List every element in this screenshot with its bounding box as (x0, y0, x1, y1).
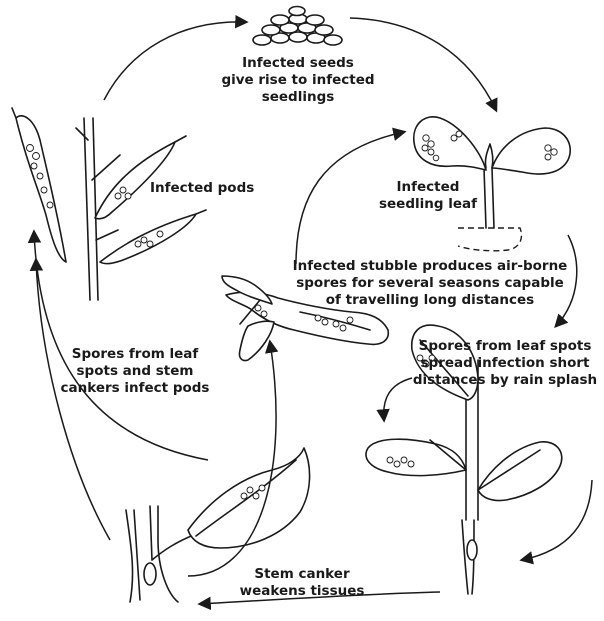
svg-text:Infected stubble produces air-: Infected stubble produces air-borne (293, 258, 568, 274)
svg-text:spots and stem: spots and stem (77, 363, 194, 379)
svg-text:Spores from leaf: Spores from leaf (72, 346, 199, 362)
label-spores-infect-pods: Spores from leaf spots and stem cankers … (61, 346, 210, 396)
svg-text:Infected: Infected (397, 179, 460, 195)
svg-text:Spores from leaf spots: Spores from leaf spots (419, 338, 592, 354)
label-infected-pods: Infected pods (150, 180, 254, 196)
svg-text:of travelling long distances: of travelling long distances (326, 292, 534, 308)
svg-text:distances by rain splash: distances by rain splash (413, 372, 597, 388)
label-infected-stubble: Infected stubble produces air-borne spor… (293, 258, 568, 308)
label-infected-seeds: Infected seeds give rise to infected see… (221, 55, 374, 105)
svg-text:spores for several seasons cap: spores for several seasons capable (296, 275, 564, 291)
svg-text:Infected pods: Infected pods (150, 180, 254, 196)
svg-text:seedlings: seedlings (262, 89, 335, 105)
infected-pods-illustration (12, 108, 206, 300)
svg-text:give rise to infected: give rise to infected (221, 72, 374, 88)
label-rain-splash: Spores from leaf spots spread infection … (413, 338, 597, 388)
svg-text:seedling leaf: seedling leaf (379, 196, 477, 212)
svg-text:Infected seeds: Infected seeds (242, 55, 354, 71)
svg-text:spread infection short: spread infection short (421, 355, 591, 371)
label-infected-seedling-leaf: Infected seedling leaf (379, 179, 477, 212)
svg-text:cankers infect pods: cankers infect pods (61, 380, 210, 396)
svg-text:Stem canker: Stem canker (254, 566, 350, 582)
label-stem-canker: Stem canker weakens tissues (240, 566, 365, 599)
svg-text:weakens tissues: weakens tissues (240, 583, 365, 599)
infected-seeds-illustration (253, 7, 342, 46)
